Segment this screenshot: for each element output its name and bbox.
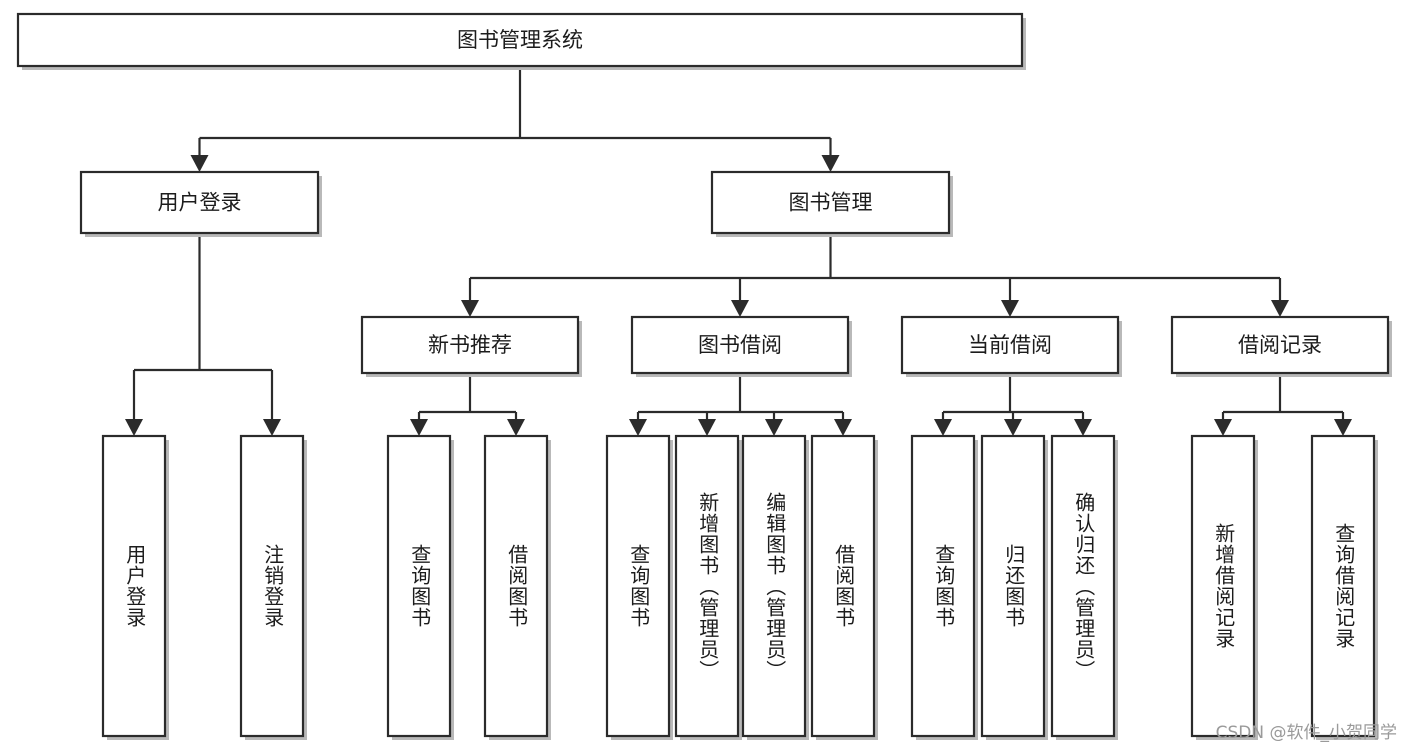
- level3-node-label-1: 图书借阅: [698, 333, 782, 357]
- leaf-node-3[interactable]: [483, 434, 549, 738]
- arrow-to-leaf-9: [1004, 419, 1022, 436]
- leaf-node-2[interactable]: [386, 434, 452, 738]
- arrow-to-leaf-7: [834, 419, 852, 436]
- arrow-to-level3-2: [1001, 300, 1019, 317]
- level2-node-1[interactable]: [710, 170, 951, 235]
- csdn-watermark: CSDN @软件_小贺同学: [1215, 723, 1397, 743]
- leaf-node-8[interactable]: [910, 434, 976, 738]
- arrow-to-leaf-5: [698, 419, 716, 436]
- arrow-to-leaf-0: [125, 419, 143, 436]
- leaf-node-0[interactable]: [101, 434, 167, 738]
- level3-node-3[interactable]: [1170, 315, 1390, 375]
- arrow-to-level3-1: [731, 300, 749, 317]
- root-node-label-0: 图书管理系统: [457, 28, 583, 52]
- leaf-node-5[interactable]: [674, 434, 740, 738]
- level2-node-0[interactable]: [79, 170, 320, 235]
- arrow-to-leaf-11: [1214, 419, 1232, 436]
- arrow-to-leaf-2: [410, 419, 428, 436]
- level3-node-label-2: 当前借阅: [968, 333, 1052, 357]
- arrow-to-level3-3: [1271, 300, 1289, 317]
- level3-node-2[interactable]: [900, 315, 1120, 375]
- arrow-to-leaf-10: [1074, 419, 1092, 436]
- level3-node-0[interactable]: [360, 315, 580, 375]
- arrow-to-leaf-3: [507, 419, 525, 436]
- arrow-to-level2-0: [190, 155, 209, 172]
- arrow-to-level3-0: [461, 300, 479, 317]
- connector-lines-layer: [125, 66, 1352, 436]
- level3-node-1[interactable]: [630, 315, 850, 375]
- leaf-node-11[interactable]: [1190, 434, 1256, 738]
- arrow-to-leaf-1: [263, 419, 281, 436]
- level3-node-label-3: 借阅记录: [1238, 333, 1322, 357]
- level2-node-label-1: 图书管理: [789, 191, 873, 215]
- leaf-node-6[interactable]: [741, 434, 807, 738]
- leaf-node-12[interactable]: [1310, 434, 1376, 738]
- leaf-node-7[interactable]: [810, 434, 876, 738]
- leaf-node-4[interactable]: [605, 434, 671, 738]
- arrow-to-leaf-12: [1334, 419, 1352, 436]
- arrow-to-leaf-8: [934, 419, 952, 436]
- root-node-0[interactable]: [16, 12, 1024, 68]
- leaf-node-1[interactable]: [239, 434, 305, 738]
- arrow-to-level2-1: [821, 155, 840, 172]
- level2-node-label-0: 用户登录: [158, 191, 242, 215]
- leaf-node-9[interactable]: [980, 434, 1046, 738]
- node-boxes-layer: [16, 12, 1390, 738]
- leaf-node-10[interactable]: [1050, 434, 1116, 738]
- level3-node-label-0: 新书推荐: [428, 333, 512, 357]
- arrow-to-leaf-4: [629, 419, 647, 436]
- arrow-to-leaf-6: [765, 419, 783, 436]
